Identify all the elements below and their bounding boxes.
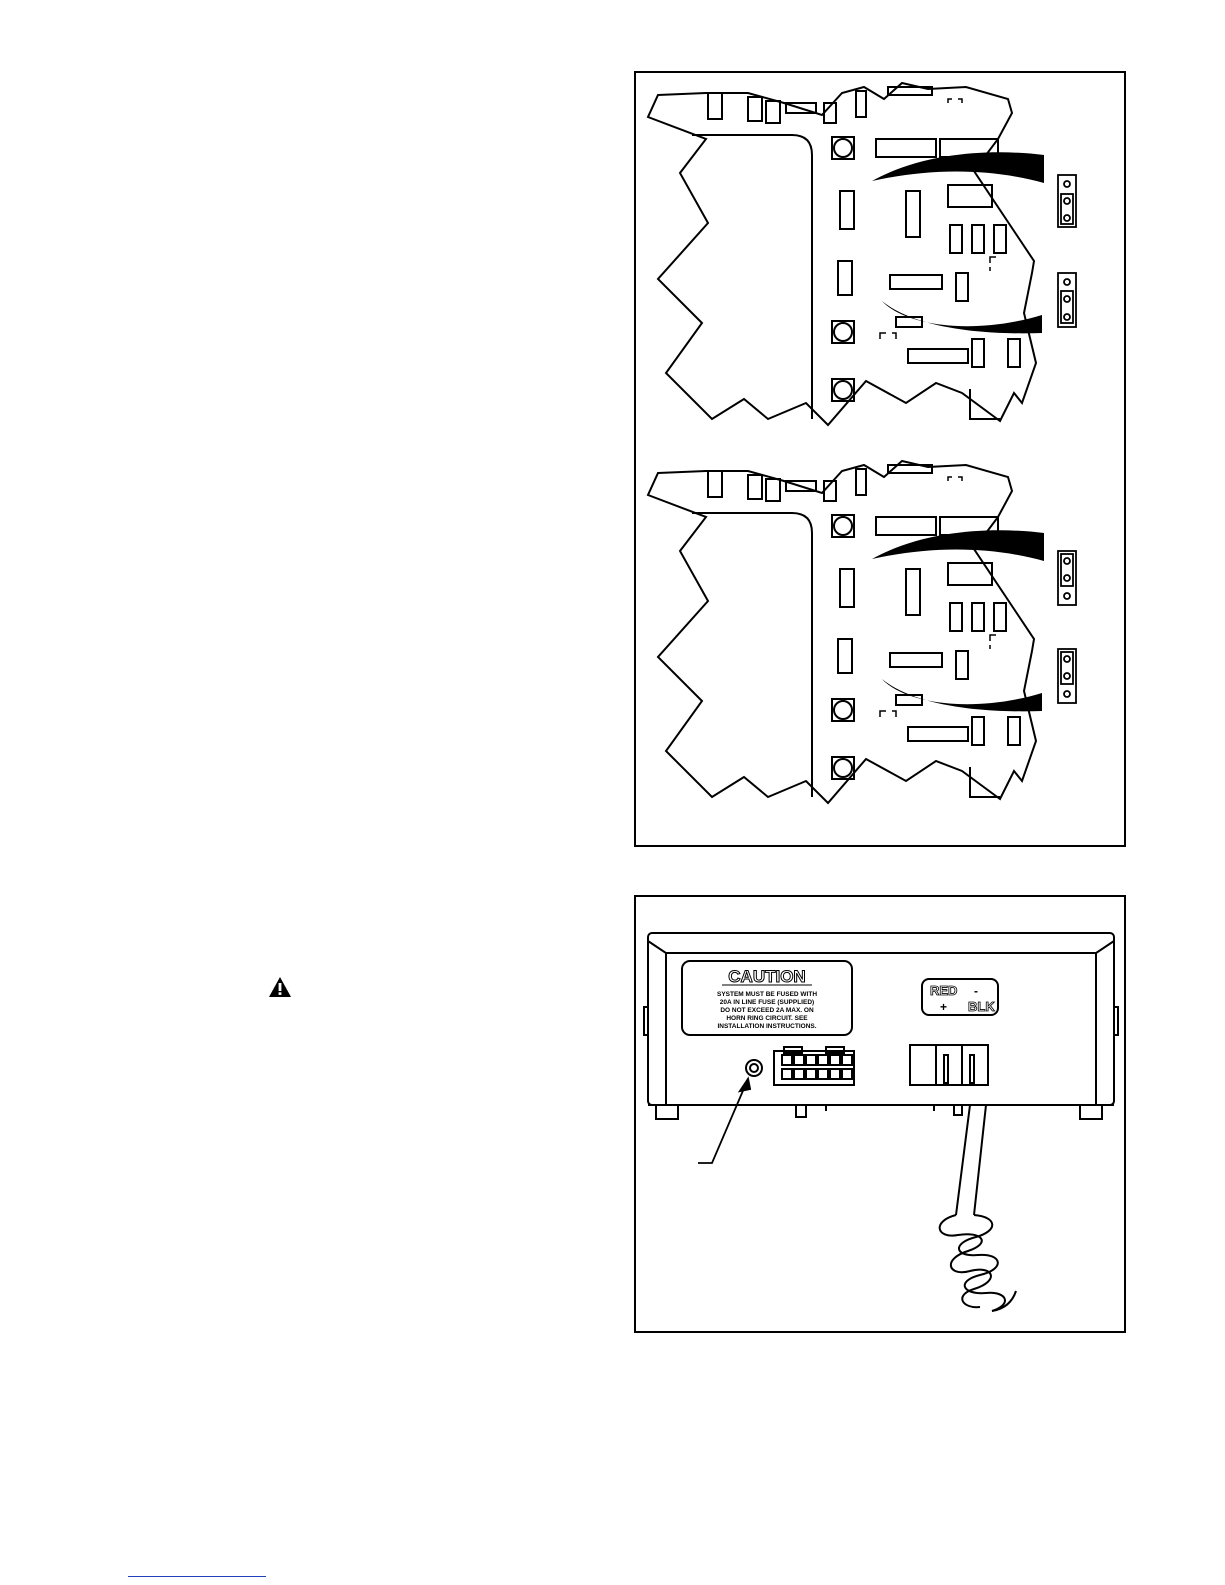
polarity-plus: + bbox=[940, 1000, 947, 1014]
control-unit-rear bbox=[644, 933, 1118, 1311]
jumper-block-bottom-2 bbox=[1058, 649, 1076, 703]
circuit-board-figure bbox=[634, 71, 1126, 847]
polarity-minus: - bbox=[974, 984, 978, 998]
footer-rule bbox=[128, 1576, 266, 1577]
jumper-block-bottom-1 bbox=[1058, 551, 1076, 605]
warning-icon bbox=[268, 976, 292, 998]
caution-line-3: DO NOT EXCEED 2A MAX. ON bbox=[720, 1007, 814, 1014]
circuit-board-top bbox=[648, 83, 1036, 425]
caution-line-4: HORN RING CIRCUIT. SEE bbox=[726, 1015, 808, 1022]
caution-line-5: INSTALLATION INSTRUCTIONS. bbox=[717, 1023, 816, 1030]
caution-line-2: 20A IN LINE FUSE (SUPPLIED) bbox=[720, 999, 814, 1006]
caution-line-1: SYSTEM MUST BE FUSED WITH bbox=[717, 991, 817, 998]
polarity-red: RED bbox=[930, 983, 957, 998]
rear-panel-figure: CAUTION SYSTEM MUST BE FUSED WITH 20A IN… bbox=[634, 895, 1126, 1333]
circuit-board-bottom bbox=[648, 461, 1036, 803]
caution-title: CAUTION bbox=[728, 967, 805, 986]
jumper-block-top-2 bbox=[1058, 273, 1076, 327]
jumper-block-top-1 bbox=[1058, 175, 1076, 227]
polarity-blk: BLK bbox=[968, 999, 995, 1014]
